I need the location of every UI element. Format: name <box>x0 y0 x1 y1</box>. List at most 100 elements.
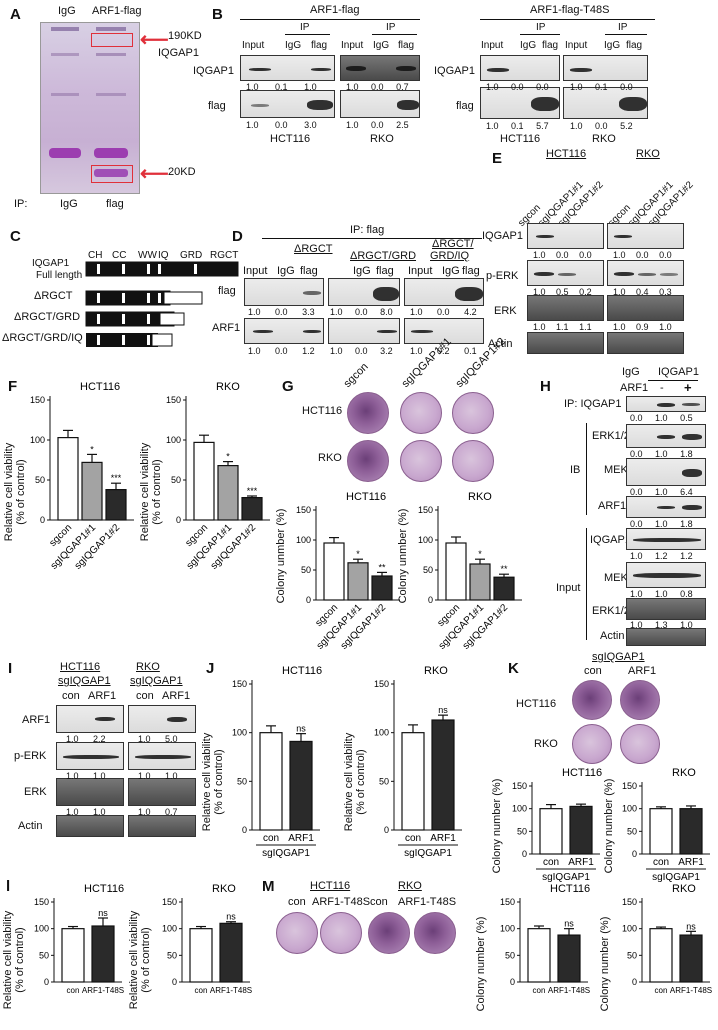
colony-dish <box>572 680 612 720</box>
y-tick-label: 50 <box>39 950 49 960</box>
blot-i-erk-hct <box>56 778 124 806</box>
col-input: Input <box>565 40 588 51</box>
significance-mark: * <box>478 549 482 559</box>
x-tick-label: ARF1-T48S <box>210 986 252 995</box>
cell-rko: RKO <box>534 738 558 750</box>
row-perk: p-ERK <box>14 750 47 762</box>
lane-arf1-t48s: ARF1-T48S <box>398 896 457 908</box>
h-ib: IB <box>570 464 581 476</box>
y-tick-label: 50 <box>379 776 389 786</box>
x-tick-label: ARF1 <box>678 857 704 868</box>
blot-d-arf1-2 <box>328 318 400 344</box>
blot-e-erk-hct <box>527 295 604 321</box>
quant-row: 1.0 0.0 5.2 <box>570 121 633 131</box>
x-tick-label: ARF1 <box>430 833 456 844</box>
marker-190kd: 190KD <box>168 30 202 42</box>
y-tick-label: 50 <box>627 950 637 960</box>
row-perk: p-ERK <box>486 270 519 282</box>
cell-hct116: HCT116 <box>516 698 557 710</box>
row-erk: ERK <box>494 305 517 317</box>
quant-row: 0.0 1.0 0.5 <box>630 413 693 423</box>
chart-f-hct116: HCT116050100150sgcon*sgIQGAP1#1***sgIQGA… <box>30 381 134 572</box>
y-tick-label: 0 <box>632 977 637 987</box>
y-tick-label: 150 <box>296 505 311 515</box>
h-plus: + <box>684 380 692 395</box>
quant-row: 1.0 0.1 5.7 <box>486 121 549 131</box>
y-tick-label: 50 <box>237 776 247 786</box>
colony-dish <box>320 912 362 954</box>
blot-e-actin-rko <box>607 332 684 354</box>
construct-diagram-last <box>86 333 173 347</box>
blot-i-arf1-rko <box>128 705 196 733</box>
l-ylabel: Relative cell viability(% of control) <box>128 910 152 1010</box>
h-igg: IgG <box>622 366 640 378</box>
significance-mark: *** <box>111 473 122 483</box>
blot-i-erk-rko <box>128 778 196 806</box>
row-actin: Actin <box>18 820 43 832</box>
y-tick-label: 100 <box>374 728 389 738</box>
construct-full: Full length <box>36 270 83 281</box>
arrow-left-icon: ⟵ <box>140 163 169 185</box>
lane-arf1-t48s: ARF1-T48S <box>312 896 371 908</box>
blot-i-actin-hct <box>56 815 124 837</box>
chart-title: HCT116 <box>562 767 602 779</box>
cell-hct116: HCT116 <box>310 880 351 892</box>
y-tick-label: 150 <box>500 897 515 907</box>
colony-dish <box>400 392 442 434</box>
group-label: sgIQGAP1 <box>652 872 700 883</box>
y-tick-label: 0 <box>632 849 637 859</box>
y-tick-label: 100 <box>512 804 527 814</box>
group-label: sgIQGAP1 <box>262 848 310 859</box>
blot-b-flag-t48s-rko <box>563 87 648 119</box>
quant-row: 1.0 0.0 0.0 <box>486 82 549 92</box>
k-ylabel: Colony number (%) <box>491 778 503 874</box>
row-erk12: ERK1/2 <box>592 430 630 442</box>
quant-row: 1.0 0.9 1.0 <box>613 322 672 332</box>
blot-h-erk-in <box>626 598 706 620</box>
y-tick-label: 150 <box>622 781 637 791</box>
y-tick-label: 100 <box>232 728 247 738</box>
col-flag: flag <box>398 40 415 51</box>
ip-label: IP <box>386 22 396 33</box>
x-tick-label: ARF1 <box>568 857 594 868</box>
row-actin: Actin <box>488 338 513 350</box>
blot-b-flag-hct116 <box>240 90 335 118</box>
arrow-left-icon: ⟵ <box>140 29 169 51</box>
colony-dish <box>347 440 389 482</box>
i-sub: sgIQGAP1 <box>58 675 111 687</box>
row-arf1: ARF1 <box>22 714 51 726</box>
y-tick-label: 50 <box>171 475 181 485</box>
cell-rko: RKO <box>636 148 660 160</box>
significance-mark: ns <box>438 705 448 715</box>
x-tick-label: con <box>653 857 669 868</box>
y-tick-label: 100 <box>296 535 311 545</box>
bar <box>649 808 673 855</box>
quant-row: 1.0 0.4 0.3 <box>613 287 672 297</box>
row-erk: ERK <box>24 786 47 798</box>
bar <box>569 805 593 855</box>
y-tick-label: 50 <box>627 826 637 836</box>
lane-arf1: ARF1 <box>88 690 117 702</box>
cell-hct116: HCT116 <box>546 148 587 160</box>
blot-h-ip <box>626 396 706 412</box>
quant-row: 1.0 0.7 <box>138 807 178 817</box>
blot-h-erk-ib <box>626 424 706 448</box>
significance-mark: ns <box>686 921 696 931</box>
chart-title: RKO <box>672 883 696 895</box>
row-iqgap1: IQGAP1 <box>434 65 475 77</box>
quant-row: 1.0 0.0 3.0 <box>246 120 317 130</box>
lane-sgcon: sgcon <box>341 360 371 390</box>
bar <box>81 461 103 521</box>
col-input: Input <box>242 40 265 51</box>
cell-rko: RKO <box>318 452 342 464</box>
chart-f-rko: RKO050100150sgcon*sgIQGAP1#1***sgIQGAP1#… <box>166 381 270 572</box>
blot-e-erk-rko <box>607 295 684 321</box>
panel-a-lane-arf1flag: ARF1-flag <box>92 5 142 17</box>
quant-row: 1.0 0.0 0.7 <box>346 82 409 92</box>
chart-title: HCT116 <box>84 883 124 895</box>
panel-f-label: F <box>8 378 18 395</box>
blot-d-flag-3 <box>404 278 484 306</box>
blot-h-mek-ib <box>626 458 706 486</box>
